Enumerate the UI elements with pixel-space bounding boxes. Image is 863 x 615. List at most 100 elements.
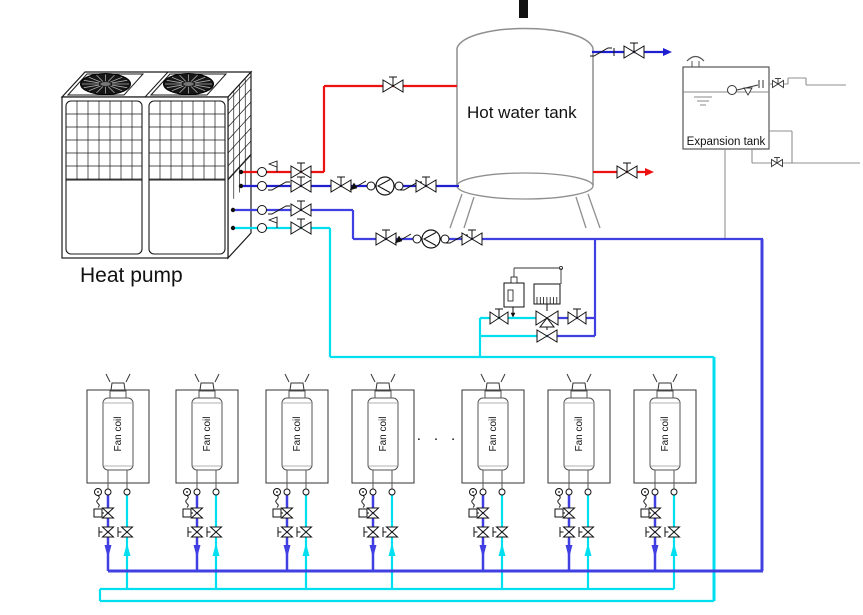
dp-controller-icon bbox=[507, 289, 514, 302]
flow-arrow-icon bbox=[123, 543, 131, 556]
coil-grid-line bbox=[227, 101, 252, 128]
tank-leg bbox=[463, 196, 475, 229]
fan-blade-icon bbox=[111, 84, 128, 89]
hot-water-tank-label: Hot water tank bbox=[467, 103, 577, 122]
air-discharge-icon bbox=[110, 382, 126, 391]
air-flow-tick-icon bbox=[586, 373, 592, 383]
capillary-icon bbox=[471, 495, 475, 508]
fan-coil-body bbox=[649, 397, 681, 471]
union-icon bbox=[257, 205, 267, 215]
union-icon bbox=[257, 167, 267, 177]
float-valve-icon bbox=[736, 84, 759, 91]
shutoff-valve-icon bbox=[190, 526, 204, 538]
fan-coil-body bbox=[477, 397, 509, 471]
check-valve-icon bbox=[349, 182, 358, 191]
control-valve-icon bbox=[648, 507, 662, 519]
air-flow-tick-icon bbox=[652, 373, 658, 383]
fan-blade-icon bbox=[110, 85, 123, 92]
fan-blade-icon bbox=[83, 79, 100, 84]
float-icon bbox=[743, 87, 753, 96]
coil-grid-line bbox=[227, 140, 252, 167]
coil-grid-line bbox=[227, 153, 252, 180]
flow-arrow-icon bbox=[369, 545, 377, 558]
coil-grid-line bbox=[227, 114, 252, 141]
union-icon bbox=[670, 488, 678, 496]
air-flow-tick-icon bbox=[672, 373, 678, 383]
fan-coil-label: Fan coil bbox=[292, 416, 303, 451]
fan-blade-icon bbox=[88, 76, 101, 83]
pipe-stub-icon bbox=[238, 183, 244, 189]
flow-arrow-icon bbox=[302, 543, 310, 556]
fan-blade-icon bbox=[96, 74, 104, 82]
fan-blade-icon bbox=[110, 76, 123, 83]
tank-leg bbox=[575, 196, 587, 229]
fan-blade-icon bbox=[171, 85, 184, 92]
dp-controller-icon bbox=[510, 312, 516, 318]
coil-grid-line bbox=[227, 88, 252, 115]
expansion-tank-body bbox=[682, 66, 770, 150]
air-flow-tick-icon bbox=[500, 373, 506, 383]
fan-blade-icon bbox=[190, 86, 198, 94]
fan-blade-icon bbox=[88, 85, 101, 92]
fan-blade-icon bbox=[190, 74, 198, 82]
thermostat-icon bbox=[97, 491, 99, 493]
fan-blade-icon bbox=[193, 76, 206, 83]
coil-grid-line bbox=[227, 154, 252, 181]
pipe-stub-icon bbox=[238, 169, 244, 175]
union-icon bbox=[651, 488, 659, 496]
valve-actuator-icon bbox=[640, 508, 650, 518]
shutoff-valve-icon bbox=[280, 526, 294, 538]
tank-leg bbox=[587, 193, 601, 229]
pump-icon bbox=[421, 229, 441, 249]
heat-pump-label: Heat pump bbox=[80, 264, 183, 287]
fan-blade-icon bbox=[166, 79, 183, 84]
air-flow-tick-icon bbox=[105, 373, 111, 383]
flow-arrow-icon bbox=[565, 545, 573, 558]
flow-arrow-icon bbox=[479, 545, 487, 558]
capillary-icon bbox=[643, 495, 647, 508]
air-discharge-icon bbox=[657, 382, 673, 391]
flow-arrow-icon bbox=[670, 543, 678, 556]
thermostat-icon bbox=[362, 491, 364, 493]
fan-blade-icon bbox=[194, 79, 211, 84]
control-valve-icon bbox=[562, 507, 576, 519]
air-discharge-icon bbox=[375, 382, 391, 391]
heat-pump-unit-panel bbox=[148, 100, 226, 255]
pipe-stub-icon bbox=[230, 225, 236, 231]
fan-coil-collar bbox=[570, 390, 588, 399]
tank-dome bbox=[456, 27, 594, 49]
capillary-icon bbox=[185, 495, 189, 508]
dp-controller-icon bbox=[503, 282, 525, 308]
union-icon bbox=[498, 488, 506, 496]
fan-blade-icon bbox=[107, 74, 115, 82]
union-icon bbox=[479, 488, 487, 496]
air-flow-tick-icon bbox=[480, 373, 486, 383]
fan-coil-collar bbox=[198, 390, 216, 399]
control-valve-icon bbox=[366, 507, 380, 519]
pipe-stub-icon bbox=[230, 207, 236, 213]
union-icon bbox=[104, 488, 112, 496]
union-icon bbox=[257, 223, 267, 233]
shutoff-valve-icon bbox=[366, 526, 380, 538]
fan-blade-icon bbox=[96, 86, 104, 94]
valve-actuator-icon bbox=[468, 508, 478, 518]
fan-coil-collar bbox=[374, 390, 392, 399]
capillary-icon bbox=[361, 495, 365, 508]
fan-coil-body bbox=[367, 397, 399, 471]
thermostat-icon bbox=[472, 491, 474, 493]
coil-grid-line bbox=[227, 127, 252, 154]
fan-coil-label: Fan coil bbox=[488, 416, 499, 451]
flow-arrow-icon bbox=[193, 545, 201, 558]
union-icon bbox=[302, 488, 310, 496]
strainer-icon bbox=[412, 234, 422, 244]
air-flow-tick-icon bbox=[370, 373, 376, 383]
air-flow-tick-icon bbox=[284, 373, 290, 383]
flow-arrow-icon bbox=[283, 545, 291, 558]
fan-coil-body bbox=[281, 397, 313, 471]
thermostat-icon bbox=[186, 491, 188, 493]
union-icon bbox=[584, 488, 592, 496]
air-flow-tick-icon bbox=[125, 373, 131, 383]
heat-pump-top-divider bbox=[144, 71, 169, 98]
check-valve-icon bbox=[268, 205, 290, 215]
flow-arrow-icon bbox=[663, 48, 672, 56]
